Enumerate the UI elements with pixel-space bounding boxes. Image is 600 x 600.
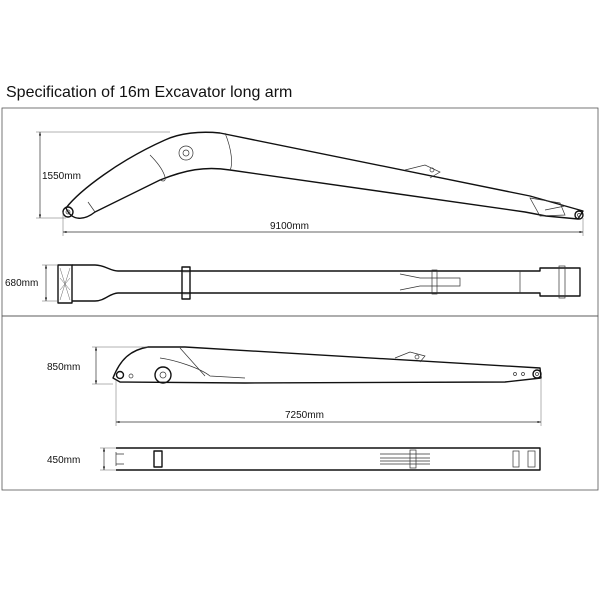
arm-length-dimension [115, 378, 542, 426]
arm-width-label: 450mm [47, 455, 80, 466]
boom-width-dimension [42, 264, 58, 302]
boom-length-label: 9100mm [270, 221, 309, 232]
arm-top-view [115, 447, 541, 471]
boom-height-label: 1550mm [42, 171, 81, 182]
arm-width-dimension [100, 447, 116, 471]
boom-panel-frame [1, 107, 599, 317]
page-title: Specification of 16m Excavator long arm [6, 84, 293, 101]
arm-length-label: 7250mm [285, 410, 324, 421]
boom-height-dimension [36, 131, 170, 219]
boom-top-view [57, 264, 581, 304]
arm-height-label: 850mm [47, 362, 80, 373]
arm-height-dimension [92, 346, 148, 385]
boom-length-dimension [62, 212, 584, 236]
arm-side-view [112, 346, 542, 384]
boom-side-view [62, 131, 584, 220]
arm-panel-frame [1, 315, 599, 491]
boom-width-label: 680mm [5, 278, 38, 289]
